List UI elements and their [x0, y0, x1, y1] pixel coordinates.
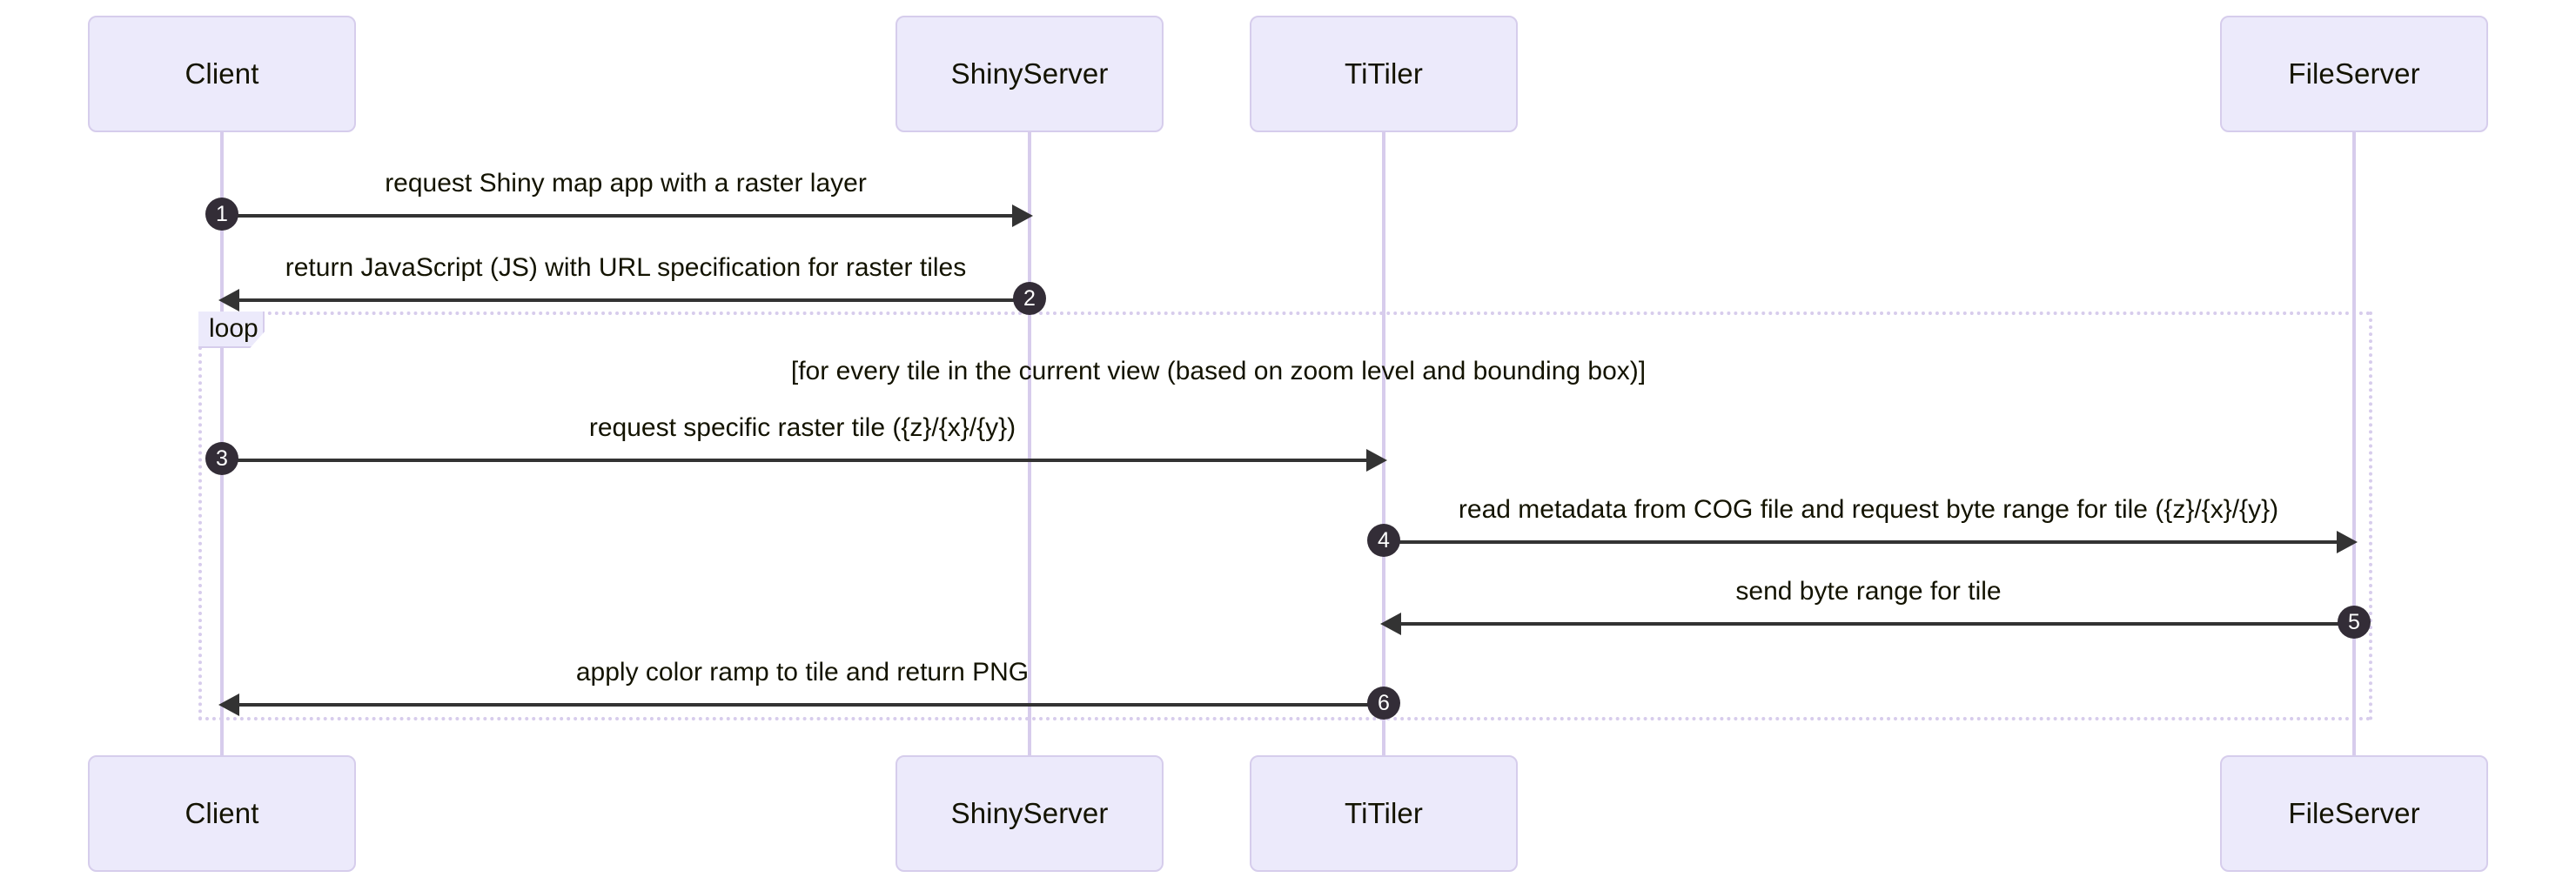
sequence-number-6: 6: [1367, 687, 1400, 720]
participant-label-fileserver: FileServer: [2288, 57, 2420, 90]
message-line-4: [1384, 540, 2354, 544]
message-line-5: [1384, 622, 2354, 626]
message-text-4: read metadata from COG file and request …: [1458, 495, 2279, 524]
message-arrowhead-3: [1366, 449, 1387, 472]
lifeline-fileserver: [2352, 132, 2356, 755]
participant-label-titiler: TiTiler: [1345, 57, 1423, 90]
participant-client-bottom[interactable]: Client: [88, 755, 356, 872]
participant-label-titiler: TiTiler: [1345, 797, 1423, 829]
message-text-2: return JavaScript (JS) with URL specific…: [285, 253, 967, 282]
participant-titiler-bottom[interactable]: TiTiler: [1250, 755, 1518, 872]
participant-label-shinyserver: ShinyServer: [950, 57, 1109, 90]
message-line-1: [222, 214, 1030, 218]
participant-shinyserver-top[interactable]: ShinyServer: [896, 16, 1164, 132]
lifeline-titiler: [1382, 132, 1385, 755]
message-arrowhead-1: [1012, 204, 1033, 227]
participant-label-client: Client: [184, 797, 259, 829]
message-arrowhead-4: [2337, 531, 2358, 553]
loop-fragment: [198, 312, 2372, 720]
message-line-3: [222, 459, 1384, 462]
message-text-5: send byte range for tile: [1735, 577, 2002, 606]
message-text-3: request specific raster tile ({z}/{x}/{y…: [588, 413, 1016, 442]
participant-titiler-top[interactable]: TiTiler: [1250, 16, 1518, 132]
message-arrowhead-5: [1380, 613, 1401, 635]
sequence-number-1: 1: [205, 198, 238, 231]
sequence-number-4: 4: [1367, 524, 1400, 557]
message-line-2: [222, 298, 1030, 302]
participant-shinyserver-bottom[interactable]: ShinyServer: [896, 755, 1164, 872]
sequence-number-5: 5: [2338, 606, 2371, 639]
participant-label-shinyserver: ShinyServer: [950, 797, 1109, 829]
loop-keyword: loop: [209, 314, 258, 343]
message-arrowhead-6: [218, 693, 239, 716]
participant-label-client: Client: [184, 57, 259, 90]
message-line-6: [222, 703, 1384, 707]
message-text-6: apply color ramp to tile and return PNG: [575, 658, 1030, 687]
participant-fileserver-bottom[interactable]: FileServer: [2220, 755, 2488, 872]
message-text-1: request Shiny map app with a raster laye…: [385, 169, 867, 198]
sequence-number-3: 3: [205, 442, 238, 475]
participant-client-top[interactable]: Client: [88, 16, 356, 132]
sequence-number-2: 2: [1013, 282, 1046, 315]
participant-label-fileserver: FileServer: [2288, 797, 2420, 829]
lifeline-shinyserver: [1028, 132, 1031, 755]
participant-fileserver-top[interactable]: FileServer: [2220, 16, 2488, 132]
loop-condition-text: [for every tile in the current view (bas…: [790, 357, 1647, 385]
loop-label-tag: [198, 312, 265, 348]
message-arrowhead-2: [218, 289, 239, 312]
